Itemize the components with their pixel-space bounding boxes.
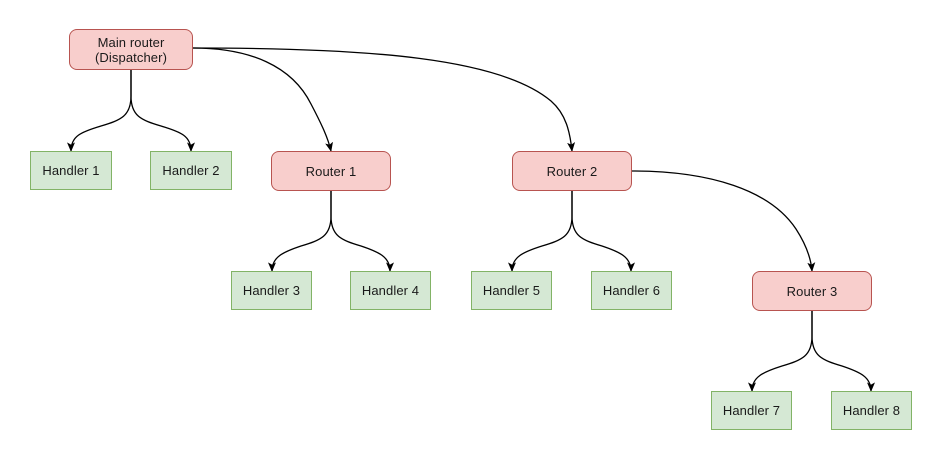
node-label-handler-1: Handler 1 [42, 163, 100, 178]
edge-main-to-handler-2 [130, 69, 195, 152]
node-main-router[interactable]: Main router (Dispatcher) [69, 29, 193, 70]
node-handler-2[interactable]: Handler 2 [150, 151, 232, 190]
edge-router-1-to-handler-4 [330, 190, 394, 272]
node-label-handler-3: Handler 3 [242, 283, 301, 298]
node-router-2[interactable]: Router 2 [512, 151, 632, 191]
node-label-handler-6: Handler 6 [602, 283, 661, 298]
node-label-handler-7: Handler 7 [722, 403, 781, 418]
node-label-router-1: Router 1 [305, 163, 357, 179]
node-label-router-3: Router 3 [786, 283, 838, 299]
edge-main-to-router-2 [192, 47, 576, 152]
node-handler-3[interactable]: Handler 3 [231, 271, 312, 310]
edge-router-2-to-router-3 [631, 170, 816, 272]
edge-router-3-to-handler-8 [811, 310, 875, 392]
node-label-main-router: Main router (Dispatcher) [95, 34, 167, 65]
edge-main-to-handler-1 [67, 69, 132, 152]
node-handler-4[interactable]: Handler 4 [350, 271, 431, 310]
edge-router-2-to-handler-5 [508, 190, 573, 272]
edge-main-to-router-1 [192, 47, 333, 152]
edge-paths [67, 47, 875, 392]
node-label-router-2: Router 2 [546, 163, 598, 179]
node-handler-7[interactable]: Handler 7 [711, 391, 792, 430]
edge-router-3-to-handler-7 [748, 310, 813, 392]
node-handler-1[interactable]: Handler 1 [30, 151, 112, 190]
edge-router-1-to-handler-3 [268, 190, 332, 272]
node-router-1[interactable]: Router 1 [271, 151, 391, 191]
edge-router-2-to-handler-6 [571, 190, 635, 272]
node-router-3[interactable]: Router 3 [752, 271, 872, 311]
node-handler-6[interactable]: Handler 6 [591, 271, 672, 310]
node-handler-5[interactable]: Handler 5 [471, 271, 552, 310]
node-label-handler-2: Handler 2 [162, 163, 220, 178]
node-label-handler-5: Handler 5 [482, 283, 541, 298]
node-handler-8[interactable]: Handler 8 [831, 391, 912, 430]
node-label-handler-4: Handler 4 [361, 283, 420, 298]
node-label-handler-8: Handler 8 [842, 403, 901, 418]
